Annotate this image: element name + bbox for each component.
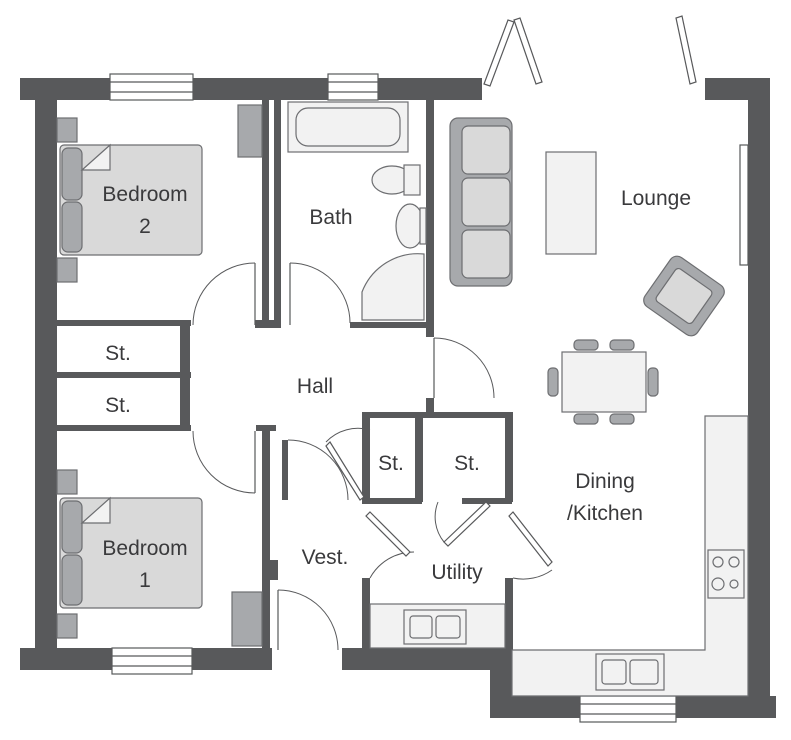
french-doors (483, 15, 697, 87)
interior-walls (57, 100, 513, 670)
hall-label: Hall (297, 375, 333, 398)
kitchen-units (511, 415, 749, 697)
bathroom-fixtures (287, 101, 427, 321)
utility-sink (369, 603, 506, 649)
bedroom1-furniture (56, 469, 263, 647)
store3-label: St. (378, 452, 404, 475)
bedroom2-furniture (56, 104, 263, 283)
utility-label: Utility (431, 561, 483, 584)
bath-label: Bath (309, 206, 352, 229)
exterior-walls (20, 78, 776, 718)
store4-label: St. (454, 452, 480, 475)
lounge-furniture (449, 117, 725, 337)
windows (109, 73, 749, 723)
door-swings (192, 262, 553, 651)
dining-kitchen-label: Dining/Kitchen (567, 470, 643, 525)
vestibule-label: Vest. (302, 546, 349, 569)
store2-label: St. (105, 394, 131, 417)
dining-table (547, 339, 659, 425)
lounge-label: Lounge (621, 187, 691, 210)
store1-label: St. (105, 342, 131, 365)
